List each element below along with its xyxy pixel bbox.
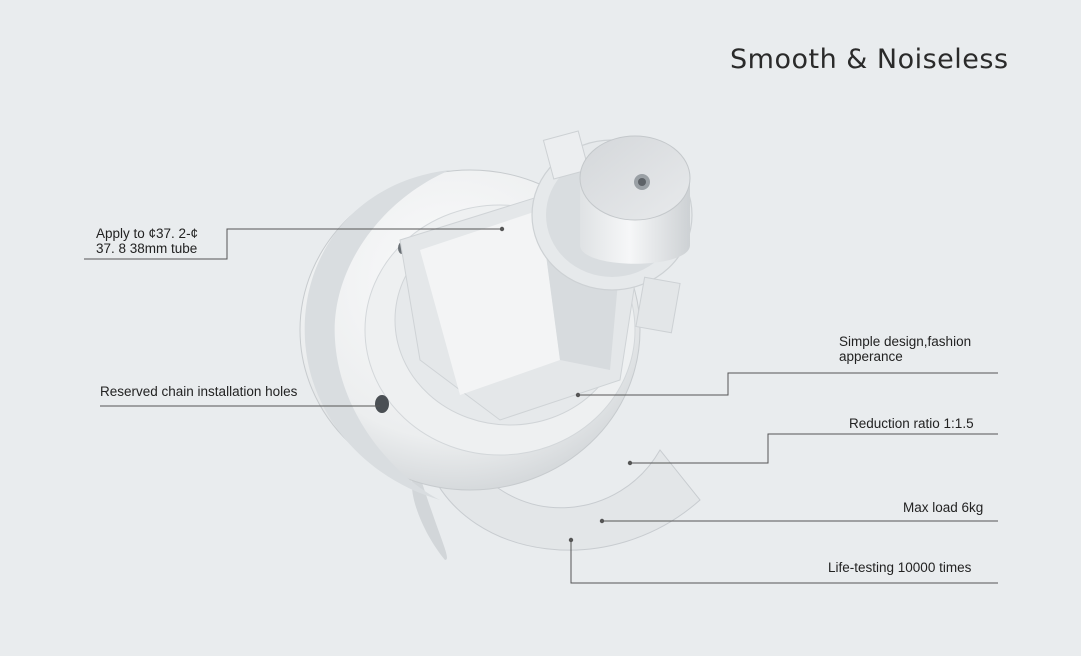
callout-max-load: Max load 6kg [903,500,984,515]
page-title: Smooth & Noiseless [730,44,1009,75]
leader-design [578,372,998,396]
callout-design-line1: Simple design,fashion [839,334,972,349]
leader-dots [499,226,633,543]
screw-icon [634,174,650,190]
callout-design: Simple design,fashion apperance [839,334,971,364]
shaft-cylinder [579,135,691,264]
leader-life [570,540,998,584]
leader-reduction [630,433,998,464]
callout-design-line2: apperance [839,349,903,364]
callout-tube-line2: 37. 8 38mm tube [96,241,198,256]
leader-tube [84,228,502,260]
callout-reduction: Reduction ratio 1:1.5 [849,416,974,431]
callout-life-testing: Life-testing 10000 times [828,560,972,575]
callout-tube-size: Apply to ¢37. 2-¢ 37. 8 38mm tube [96,226,198,256]
callout-tube-line1: Apply to ¢37. 2-¢ [96,226,199,241]
leader-lines [84,228,998,584]
callout-chain-holes: Reserved chain installation holes [100,384,298,399]
